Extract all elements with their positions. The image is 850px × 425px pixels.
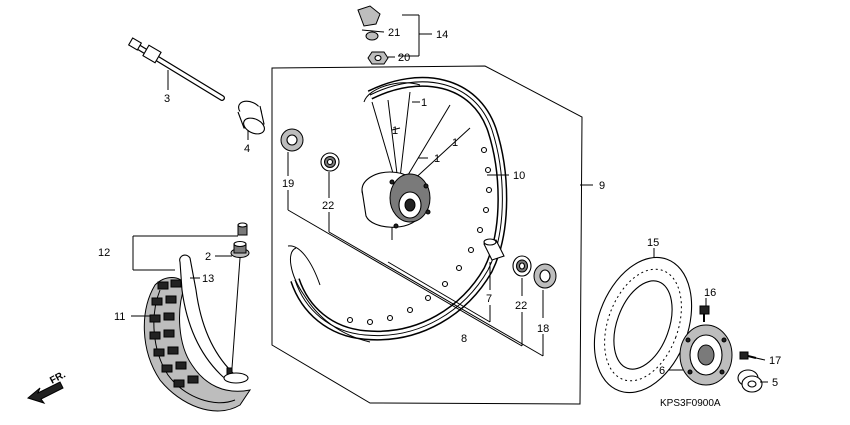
callout-nipple-set: 14: [436, 29, 448, 41]
front-direction-label: FR.: [48, 369, 68, 386]
callout-tube-set: 12: [98, 247, 110, 259]
valve-cap: [237, 222, 248, 236]
callout-wheel-sub-assembly: 8: [461, 333, 467, 345]
brake-disc: [593, 256, 693, 394]
tube-valve: [223, 367, 249, 384]
hub-flange: [679, 324, 733, 386]
callout-side-collar: 5: [772, 377, 778, 389]
callout-distance-collar: 7: [486, 293, 492, 305]
side-collar: [737, 369, 763, 393]
valve-guide-line: [231, 257, 241, 369]
tire: [143, 277, 252, 412]
callout-spoke-nipple: 21: [388, 27, 400, 39]
diagram-code: KPS3F0900A: [660, 398, 721, 409]
callout-wheel-assembly: 9: [599, 180, 605, 192]
callout-bearing-left: 22: [322, 200, 334, 212]
callout-hub-flange: 6: [659, 365, 665, 377]
callout-flange-screw: 17: [769, 355, 781, 367]
spokes: [371, 91, 471, 240]
callout-bearing-right: 22: [515, 300, 527, 312]
callout-rim: 10: [513, 170, 525, 182]
callout-oil-seal-left: 19: [282, 178, 294, 190]
rim-lock-nut: [367, 51, 389, 65]
callout-valve-nut: 2: [205, 251, 211, 263]
bearing-left: [320, 152, 340, 172]
assembly-outline: [271, 65, 583, 405]
callout-axle: 3: [164, 93, 170, 105]
distance-collar: [483, 238, 505, 261]
axle-collar: [237, 100, 265, 135]
callout-brake-disc: 15: [647, 237, 659, 249]
callouts: 1 1 1 1 2 3 4 5 6 7 8 9 10 11 12 13 14 1…: [98, 27, 781, 389]
callout-spoke-d: 1: [434, 153, 440, 165]
callout-spoke-c: 1: [452, 137, 458, 149]
leader-lines: [131, 14, 768, 383]
callout-rim-lock-nut: 20: [398, 52, 410, 64]
spoke-nipple: [357, 5, 381, 41]
callout-tire: 11: [114, 311, 125, 323]
oil-seal-left: [280, 128, 304, 152]
flange-screw: [739, 351, 757, 360]
oil-seal-right: [533, 263, 557, 289]
callout-oil-seal-right: 18: [537, 323, 549, 335]
valve-nut: [230, 240, 250, 258]
disc-bolt: [699, 305, 710, 322]
axle: [127, 37, 225, 101]
front-direction-arrow: FR.: [26, 369, 68, 404]
callout-tube: 13: [202, 273, 214, 285]
callout-axle-collar: 4: [244, 143, 250, 155]
hub: [361, 171, 431, 229]
callout-disc-bolt: 16: [704, 287, 716, 299]
callout-spoke-b: 1: [392, 125, 398, 137]
rim: [287, 76, 508, 343]
callout-spoke-a: 1: [421, 97, 427, 109]
bearing-right: [512, 255, 532, 277]
